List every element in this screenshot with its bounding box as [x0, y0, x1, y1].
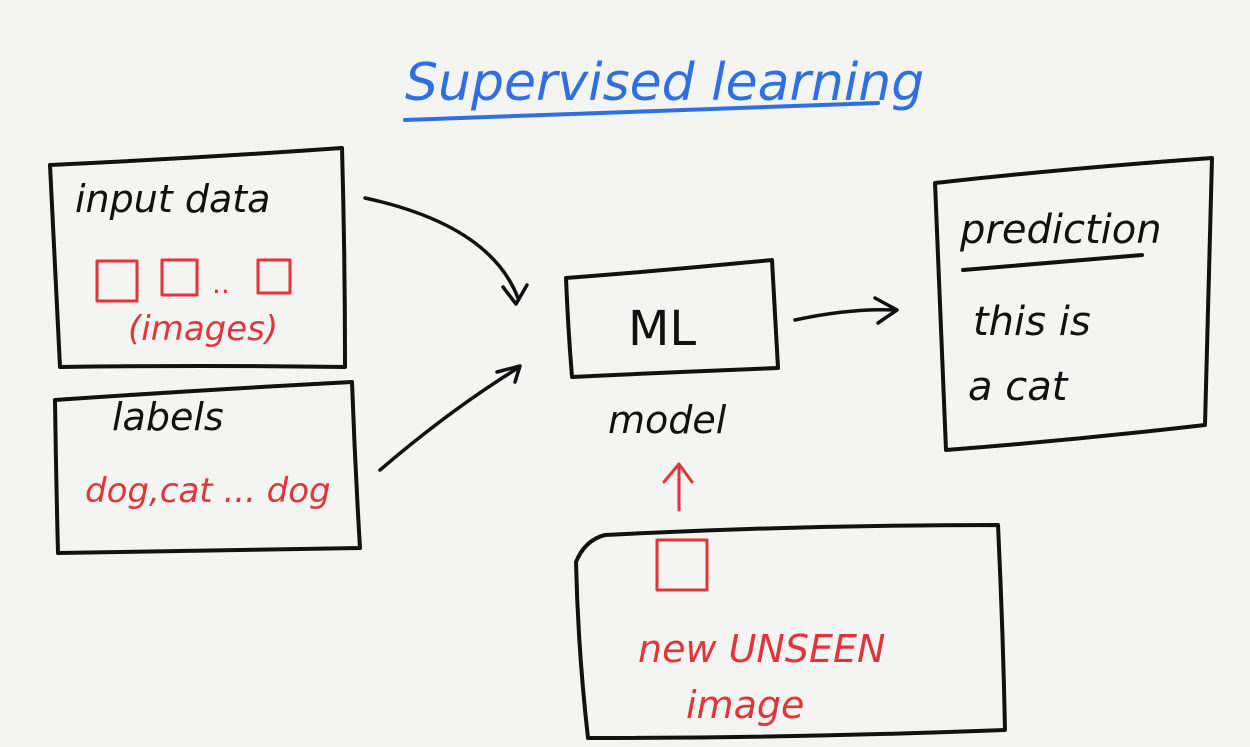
ml-model-box: ML model — [564, 258, 780, 442]
labels-heading: labels — [112, 395, 224, 439]
input-data-box: input data .. (images) — [48, 146, 347, 369]
prediction-text-line-1: this is — [973, 299, 1091, 345]
thumbnail-ellipsis: .. — [212, 267, 230, 300]
unseen-image-box: new UNSEEN image — [574, 523, 1007, 740]
ml-model-caption: model — [608, 398, 727, 442]
prediction-heading: prediction — [959, 207, 1162, 253]
prediction-box-border — [933, 156, 1214, 452]
labels-box: labels dog,cat ... dog — [53, 380, 362, 555]
arrow-input-to-model-head — [501, 283, 529, 306]
image-thumbnail-icon-1 — [95, 259, 139, 303]
title-underline — [403, 101, 880, 122]
input-data-heading: input data — [75, 177, 270, 221]
prediction-text-line-2: a cat — [968, 364, 1069, 410]
ml-model-label: ML — [628, 301, 696, 357]
arrow-model-to-prediction-head — [873, 296, 899, 325]
unseen-image-box-border — [574, 523, 1007, 740]
arrow-input-to-model — [363, 196, 520, 300]
image-thumbnail-icon-3 — [256, 258, 292, 295]
prediction-box: prediction this is a cat — [933, 156, 1214, 452]
arrow-labels-to-model — [378, 366, 520, 472]
labels-values: dog,cat ... dog — [85, 471, 331, 511]
ml-model-box-border — [564, 258, 780, 379]
input-data-box-border — [48, 146, 347, 369]
arrow-labels-to-model-head — [495, 364, 522, 384]
arrow-unseen-to-model-head — [662, 462, 694, 484]
input-data-caption: (images) — [128, 309, 278, 349]
unseen-image-thumbnail-icon — [655, 538, 709, 592]
unseen-image-text-line-1: new UNSEEN — [638, 627, 885, 671]
arrow-model-to-prediction — [793, 307, 897, 322]
image-thumbnail-icon-2 — [160, 258, 199, 297]
labels-box-border — [53, 380, 362, 555]
unseen-image-text-line-2: image — [686, 683, 804, 727]
prediction-heading-underline — [961, 253, 1144, 272]
